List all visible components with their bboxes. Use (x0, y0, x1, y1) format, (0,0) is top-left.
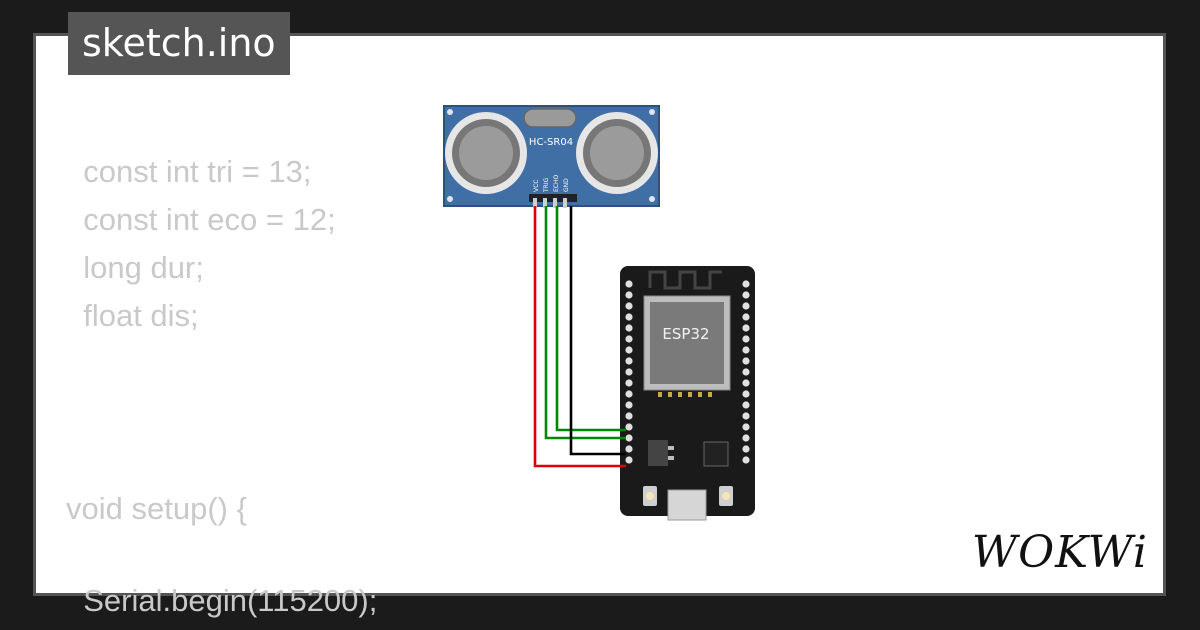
esp32-board[interactable]: ESP32 (620, 266, 755, 521)
wire-trig (544, 206, 626, 440)
wire-gnd (569, 206, 626, 456)
code-line: const int tri = 13; (66, 154, 312, 189)
code-line: void setup() { (66, 491, 247, 526)
code-preview: const int tri = 13; const int eco = 12; … (36, 36, 1163, 618)
wokwi-logo: WOKWi (971, 527, 1148, 578)
wires (533, 206, 626, 468)
wire-vcc (533, 206, 626, 468)
code-line: long dur; (66, 250, 204, 285)
wire-echo (555, 206, 626, 432)
transducer-right (576, 112, 658, 194)
pin-label-vcc: VCC (533, 180, 540, 192)
sensor-label: HC-SR04 (529, 137, 573, 148)
code-line: const int eco = 12; (66, 202, 336, 237)
file-tab[interactable]: sketch.ino (68, 12, 290, 75)
hc-sr04-sensor[interactable]: HC-SR04 VCC TRIG ECHO GND (443, 105, 660, 208)
board-label: ESP32 (662, 325, 709, 343)
code-line: float dis; (66, 298, 199, 333)
pin-label-trig: TRIG (543, 177, 550, 193)
pin-label-gnd: GND (563, 178, 570, 192)
code-line: Serial.begin(115200); (66, 583, 378, 618)
pin-label-echo: ECHO (553, 175, 560, 192)
transducer-left (445, 112, 527, 194)
